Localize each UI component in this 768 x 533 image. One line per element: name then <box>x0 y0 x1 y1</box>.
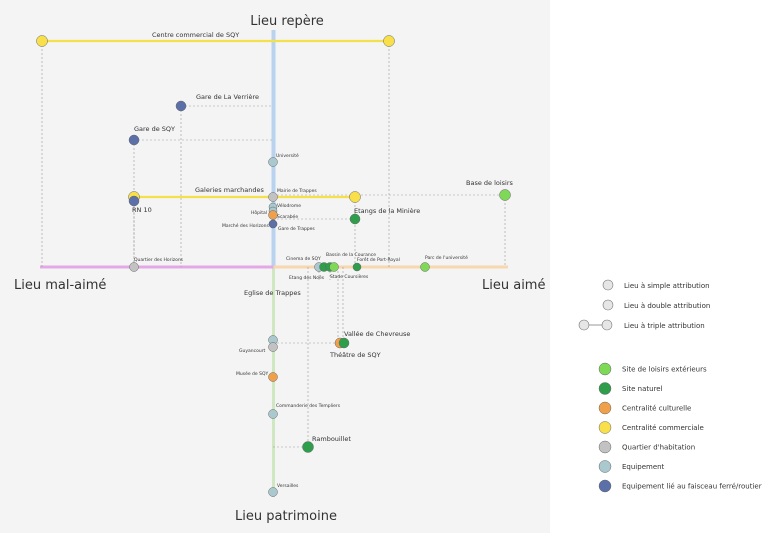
label-vallee-chevreuse: Vallée de Chevreuse <box>344 330 410 338</box>
legend-swatch-commercial <box>598 421 612 434</box>
legend-symbol-triple-b <box>601 319 613 331</box>
node-mairie-trappes <box>268 192 278 202</box>
node-centre-commercial-sqy <box>36 35 48 47</box>
node-foret-port-royal <box>352 262 362 272</box>
label-eglise-trappes: Eglise de Trappes <box>244 289 301 297</box>
legend-label-commercial: Centralité commerciale <box>622 424 704 432</box>
node-universite <box>268 157 278 167</box>
label-bassin-courance: Bassin de la Courance <box>326 252 376 258</box>
label-foret-port-royal: Forêt de Port-Royal <box>357 256 400 263</box>
node-quartier-horizons <box>129 262 139 272</box>
legend-label-loisirs: Site de loisirs extérieurs <box>622 366 707 374</box>
label-quartier-horizons: Quartier des Horizons <box>134 257 184 263</box>
label-marche-horizons: Marché des Horizons <box>222 222 270 229</box>
node-parc-universite <box>420 262 430 272</box>
label-etangs-miniere: Etangs de la Minière <box>354 207 420 215</box>
legend-swatch-habitation <box>598 440 612 454</box>
node-stade-coursieres <box>329 262 339 272</box>
legend-label-triple: Lieu à triple attribution <box>624 322 705 330</box>
node-base-loisirs <box>499 189 511 201</box>
node-guyancourt <box>268 342 278 352</box>
label-galeries-marchandes: Galeries marchandes <box>195 186 265 194</box>
label-universite: Université <box>276 152 299 159</box>
legend-swatch-transport <box>598 479 612 493</box>
label-cinema-sqy: Cinema de SQY <box>286 256 321 262</box>
legend-swatch-equipement <box>598 460 612 473</box>
legend-swatch-loisirs <box>598 362 612 376</box>
node-commanderie <box>268 409 278 419</box>
legend-symbol-triple-a <box>578 319 590 331</box>
label-etang-noes: Etang des Noës <box>289 275 325 281</box>
label-theatre-sqy: Théâtre de SQY <box>329 351 381 359</box>
label-gare-la-verriere: Gare de La Verrière <box>196 93 259 101</box>
legend-label-transport: Equipement lié au faisceau ferré/routier <box>622 483 762 491</box>
node-versailles <box>268 487 278 497</box>
label-velodrome: Vélodrome <box>277 202 301 209</box>
label-commanderie: Commanderie des Templiers <box>276 403 341 409</box>
node-galeries-marchandes <box>349 191 361 203</box>
label-gare-sqy: Gare de SQY <box>134 125 175 133</box>
axis-label-patrimoine: Lieu patrimoine <box>235 509 337 524</box>
label-mairie-trappes: Mairie de Trappes <box>277 188 317 194</box>
label-scarabee: Scarabée <box>277 213 298 220</box>
legend-label-naturel: Site naturel <box>622 385 663 393</box>
node-centre-commercial-sqy <box>383 35 395 47</box>
label-centre-commercial-sqy: Centre commercial de SQY <box>152 31 239 39</box>
legend-symbol-double <box>602 299 614 311</box>
legend-swatch-naturel <box>598 382 612 395</box>
legend-label-habitation: Quartier d'habitation <box>622 444 695 452</box>
legend-label-simple: Lieu à simple attribution <box>624 282 710 290</box>
node-rn10 <box>128 195 140 207</box>
node-vallee-chevreuse <box>338 337 350 349</box>
legend-label-double: Lieu à double attribution <box>624 302 710 310</box>
node-gare-trappes <box>268 219 278 229</box>
label-rambouillet: Rambouillet <box>312 435 351 443</box>
label-parc-universite: Parc de l'université <box>425 254 468 261</box>
label-base-loisirs: Base de loisirs <box>466 179 514 187</box>
node-etangs-miniere <box>349 213 361 225</box>
label-guyancourt: Guyancourt <box>239 348 266 354</box>
legend-label-equipement: Equipement <box>622 463 665 471</box>
node-gare-la-verriere <box>175 100 187 112</box>
label-gare-trappes: Gare de Trappes <box>278 226 315 232</box>
label-rn10: RN 10 <box>132 206 152 214</box>
legend-symbol-simple <box>602 279 614 291</box>
axis-label-repere: Lieu repère <box>250 14 324 29</box>
label-musee-sqy: Musée de SQY <box>236 370 269 377</box>
label-versailles: Versailles <box>277 483 299 489</box>
legend-swatch-culturelle <box>598 401 612 415</box>
node-rambouillet <box>302 441 314 453</box>
axis-label-mal-aime: Lieu mal-aimé <box>14 278 106 293</box>
node-gare-sqy <box>128 134 140 146</box>
legend-label-culturelle: Centralité culturelle <box>622 405 691 413</box>
node-musee-sqy <box>268 372 278 382</box>
label-stade-coursieres: Stade Coursières <box>330 273 369 280</box>
axis-label-aime: Lieu aimé <box>482 278 545 293</box>
label-hopital: Hôpital <box>251 209 267 216</box>
node-scarabee <box>268 210 278 220</box>
